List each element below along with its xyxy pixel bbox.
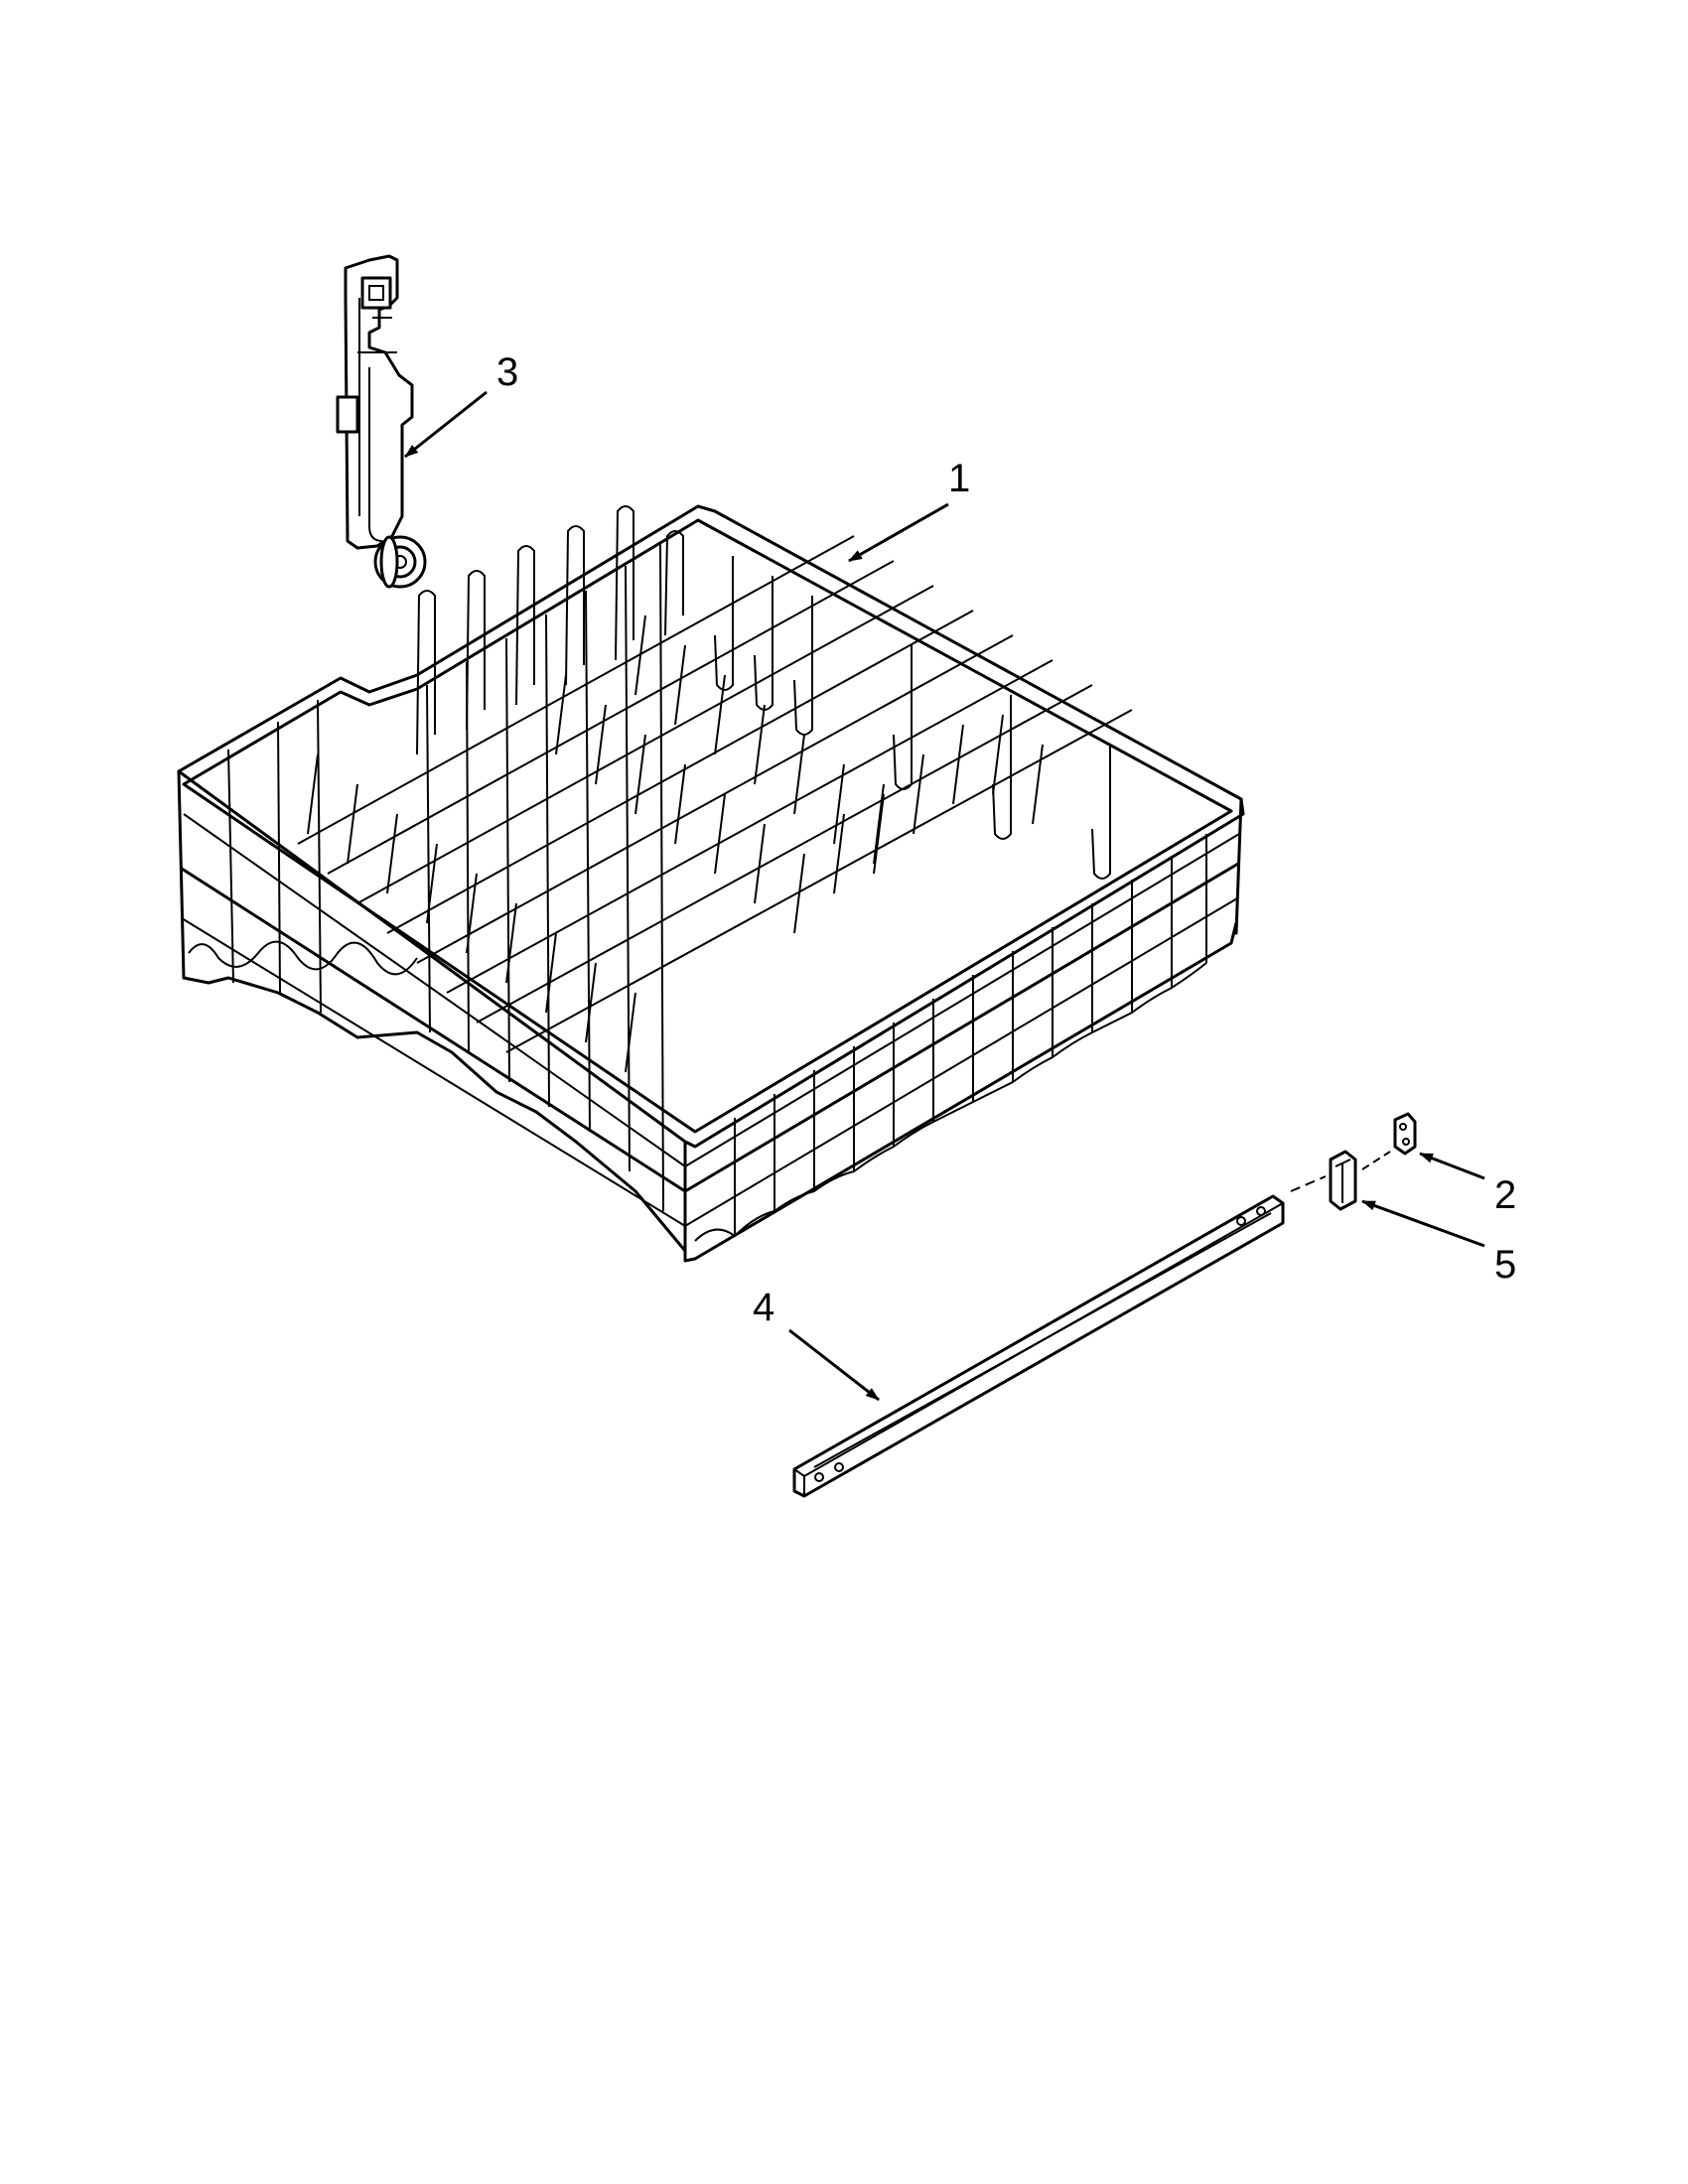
rail-end-cap-part[interactable] <box>1290 1150 1357 1211</box>
rack-stop-clip-part[interactable] <box>1361 1112 1417 1170</box>
rack-rail-part[interactable] <box>792 1194 1285 1498</box>
callout-arrow-4 <box>788 1328 880 1402</box>
callout-arrow-5 <box>1361 1199 1485 1248</box>
callout-label-5: 5 <box>1494 1243 1516 1287</box>
callout-label-1: 1 <box>948 457 970 500</box>
callout-label-3: 3 <box>496 350 518 394</box>
callout-arrow-2 <box>1419 1152 1485 1180</box>
rack-adjuster-part[interactable] <box>336 254 427 589</box>
callout-label-2: 2 <box>1494 1173 1516 1217</box>
callout-arrow-3 <box>404 390 488 459</box>
callout-arrow-1 <box>848 502 949 563</box>
dishrack-part[interactable] <box>177 504 1245 1263</box>
callout-label-4: 4 <box>753 1286 774 1329</box>
